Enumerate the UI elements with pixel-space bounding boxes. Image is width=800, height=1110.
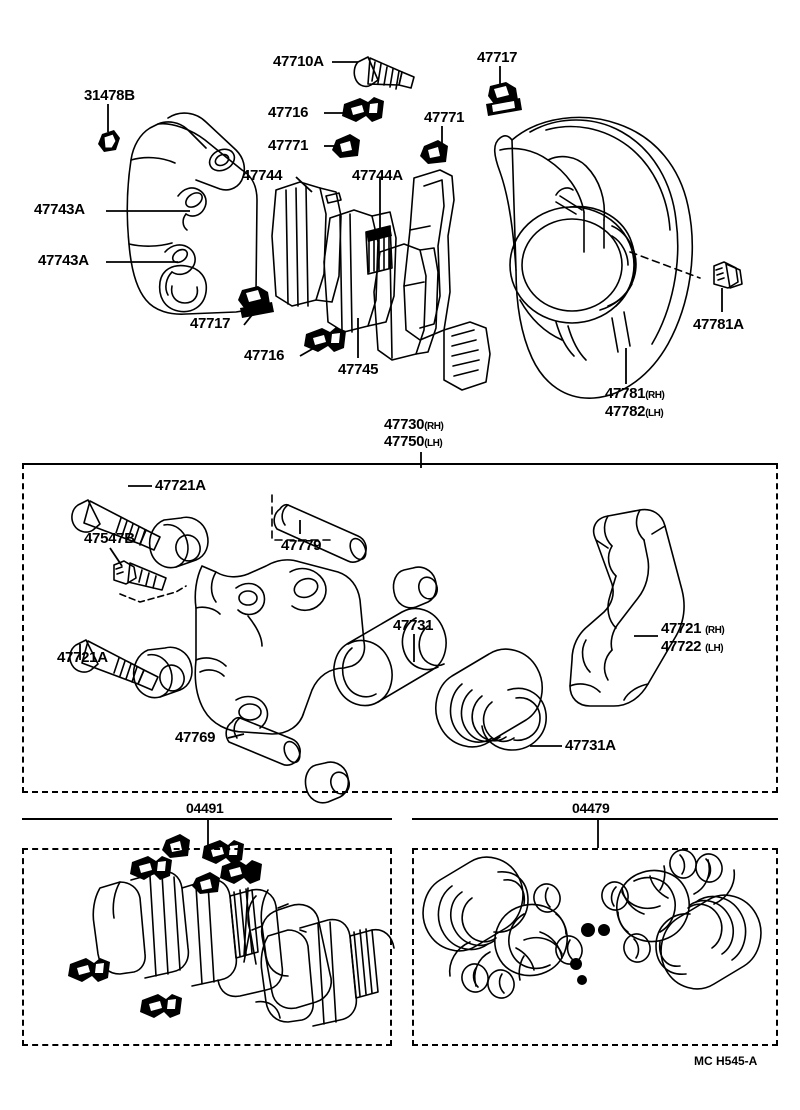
callout-47731A: 47731A (565, 737, 616, 754)
clip-47771-left-art (332, 134, 360, 158)
piston-seal-boot-47731A-art (435, 648, 547, 751)
callout-47722-number: 47722 (661, 638, 702, 655)
clip-47771-right-art (420, 140, 448, 164)
callout-47750-lh: 47750(LH) (384, 433, 443, 450)
bushing-small-upper-art (392, 566, 439, 609)
clip-47717-top-art (486, 82, 522, 116)
leader-47744 (295, 176, 313, 193)
callout-31478B: 31478B (84, 87, 135, 104)
bottom-left-top-rule (22, 818, 392, 820)
footer-code: MC H545-A (694, 1054, 758, 1068)
callout-47721A-lower: 47721A (57, 649, 108, 666)
callout-47730-rh: 47730(RH) (384, 416, 444, 433)
callout-47771-right: 47771 (424, 109, 465, 126)
callout-47721-number: 47721 (661, 620, 702, 637)
bottom-right-panel-border (412, 848, 778, 1046)
callout-47730-number: 47730 (384, 416, 425, 433)
callout-47721A-upper: 47721A (155, 477, 206, 494)
callout-47781-suffix: (RH) (645, 390, 665, 401)
callout-47730-suffix: (RH) (424, 421, 444, 432)
callout-47779: 47779 (281, 537, 322, 554)
callout-47743A-lower: 47743A (38, 252, 89, 269)
callout-04491: 04491 (186, 800, 224, 816)
callout-47744: 47744 (242, 167, 283, 184)
callout-47716-upper: 47716 (268, 104, 309, 121)
bottom-left-panel-border (22, 848, 392, 1046)
torque-plate-47721-art (569, 508, 685, 707)
leader-47716-lower (299, 347, 315, 357)
middle-panel-art (69, 494, 685, 804)
callout-04479: 04479 (572, 800, 610, 816)
callout-47745: 47745 (338, 361, 379, 378)
brake-pad-stack-art (271, 181, 439, 361)
callout-47750-number: 47750 (384, 433, 425, 450)
callout-47750-suffix: (LH) (424, 438, 443, 449)
callout-47781-rh: 47781(RH) (605, 385, 665, 402)
leader-47717-lower (243, 309, 257, 326)
callout-47771-left: 47771 (268, 137, 309, 154)
bottom-right-top-rule (412, 818, 778, 820)
callout-47717-top: 47717 (477, 49, 518, 66)
bolt-47710A-art (353, 56, 415, 90)
middle-panel-top-rule (22, 463, 778, 465)
callout-47782-number: 47782 (605, 403, 646, 420)
slide-pin-47779-art (271, 494, 367, 563)
callout-47782-lh: 47782(LH) (605, 403, 664, 420)
bleeder-screw-47547B-art (113, 560, 187, 603)
dust-shield-47781-art (493, 116, 743, 399)
callout-47710A: 47710A (273, 53, 324, 70)
callout-47722-lh: 47722 (LH) (661, 638, 724, 655)
caliper-housing-art (194, 559, 366, 735)
clip-47716-lower-art (304, 327, 346, 352)
clip-47717-lower-art (238, 286, 274, 318)
callout-47781A: 47781A (693, 316, 744, 333)
slide-bolt-upper-art (71, 499, 161, 551)
leader-47769 (227, 733, 245, 739)
clip-47716-upper-art (342, 97, 384, 122)
slide-bolt-lower-art (69, 639, 159, 691)
caliper-mount-bracket-art (403, 169, 491, 391)
callout-47769: 47769 (175, 729, 216, 746)
bushing-small-lower-art (304, 761, 351, 804)
callout-47743A-upper: 47743A (34, 201, 85, 218)
slide-bushing-upper-art (148, 516, 209, 569)
seal-kit-art (422, 849, 762, 999)
leader-47547B (109, 547, 123, 567)
caliper-body-art (98, 112, 258, 315)
callout-47744A: 47744A (352, 167, 403, 184)
callout-47547B: 47547B (84, 530, 135, 547)
callout-47721-rh: 47721 (RH) (661, 620, 725, 637)
callout-47717-lower: 47717 (190, 315, 231, 332)
callout-47782-suffix: (LH) (645, 408, 664, 419)
callout-47781-number: 47781 (605, 385, 646, 402)
callout-47731: 47731 (393, 617, 434, 634)
slide-bushing-lower-art (132, 646, 193, 699)
callout-47721-suffix: (RH) (705, 625, 725, 636)
callout-47722-suffix: (LH) (705, 643, 724, 654)
callout-47716-lower: 47716 (244, 347, 285, 364)
pad-kit-art (68, 834, 395, 1027)
piston-47731-art (333, 607, 447, 707)
